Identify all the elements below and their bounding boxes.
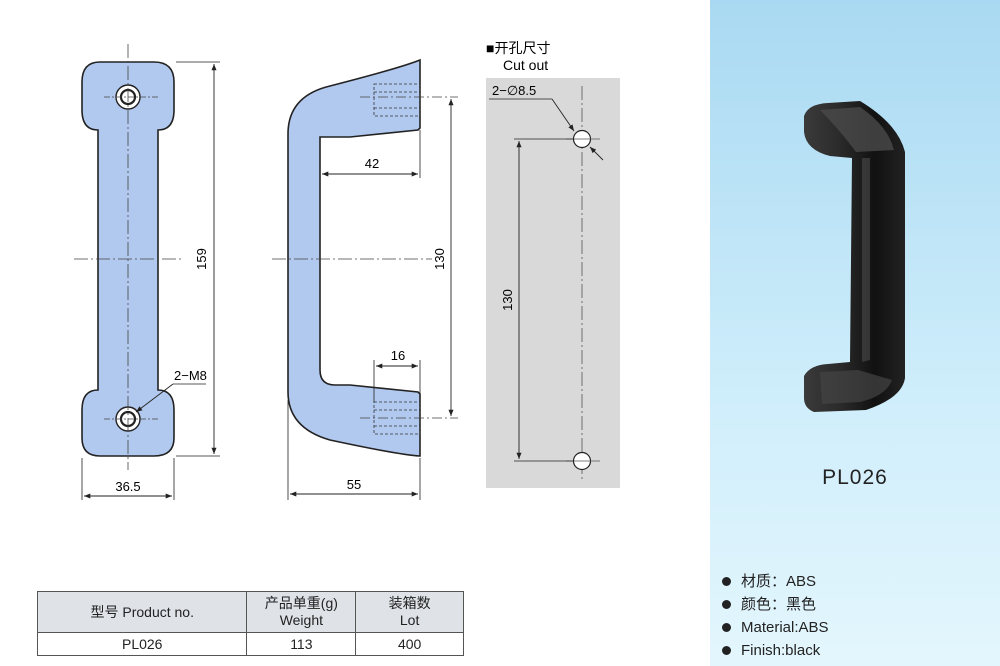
- cutout-title-cn: ■开孔尺寸: [486, 40, 550, 56]
- cutout-view: ■开孔尺寸 Cut out 2−∅8.5 130: [486, 40, 620, 488]
- spec-item: 材质：ABS: [722, 570, 829, 593]
- bullet-icon: [722, 600, 731, 609]
- side-boss-dim: 16: [391, 348, 405, 363]
- cutout-panel: [486, 78, 620, 488]
- bullet-icon: [722, 646, 731, 655]
- spec-list: 材质：ABS 颜色：黑色 Material:ABS Finish:black: [722, 570, 829, 662]
- cell-product: PL026: [36, 632, 248, 656]
- thread-label: 2−M8: [174, 368, 207, 383]
- side-view: 130 42 16 55: [272, 58, 458, 500]
- cell-weight: 113: [246, 632, 357, 656]
- product-panel: PL026 材质：ABS 颜色：黑色 Material:ABS Finish:b…: [710, 0, 1000, 666]
- col-header-weight: 产品单重(g)Weight: [246, 591, 357, 633]
- model-label: PL026: [822, 466, 888, 489]
- technical-drawing: 159 36.5 2−M8 130 42: [74, 40, 620, 500]
- front-width-dim: 36.5: [115, 479, 140, 494]
- col-header-product: 型号 Product no.: [36, 591, 248, 633]
- cell-lot: 400: [355, 632, 464, 656]
- cutout-spacing-dim: 130: [500, 289, 515, 311]
- bullet-icon: [722, 623, 731, 632]
- side-view-handle: [287, 58, 421, 457]
- cutout-hole-label: 2−∅8.5: [492, 83, 536, 98]
- side-inner-dim: 42: [365, 156, 379, 171]
- side-depth-dim: 55: [347, 477, 361, 492]
- spec-item: Finish:black: [722, 639, 829, 662]
- handle-photo: [804, 101, 905, 412]
- spec-item: Material:ABS: [722, 616, 829, 639]
- bullet-icon: [722, 577, 731, 586]
- table-row: PL026 113 400: [36, 632, 464, 656]
- side-spacing-dim: 130: [432, 248, 447, 270]
- cutout-title-en: Cut out: [503, 57, 548, 73]
- spec-item: 颜色：黑色: [722, 593, 829, 616]
- front-height-dim: 159: [194, 248, 209, 270]
- front-view: 159 36.5 2−M8: [74, 44, 220, 500]
